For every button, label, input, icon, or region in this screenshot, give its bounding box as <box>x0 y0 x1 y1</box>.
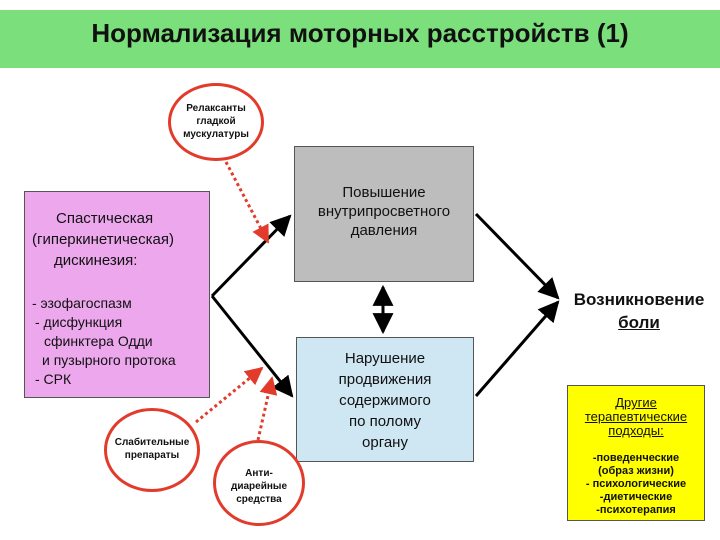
transport-box <box>296 337 474 462</box>
dyskinesia-heading: Спастическая (гиперкинетическая) дискине… <box>32 210 174 269</box>
antidiarrheal-circle <box>213 440 305 526</box>
laxatives-text: Слабительные препараты <box>114 437 190 461</box>
title-bar <box>0 10 720 68</box>
arrow-to-transport <box>210 295 294 398</box>
pressure-text: Повышение внутрипросветного давления <box>317 184 451 239</box>
antidiarrheal-text: Анти- диарейные средства <box>230 468 287 505</box>
laxatives-circle <box>104 408 200 492</box>
dyskinesia-box <box>24 191 210 398</box>
other-approaches-list: -поведенческие (образ жизни) - психологи… <box>585 452 687 516</box>
other-approaches-header: Другие терапевтические подходы: <box>584 395 688 438</box>
pain-text: Возникновение боли <box>573 290 705 332</box>
other-approaches-box <box>567 385 705 521</box>
transport-text: Нарушение продвижения содержимого по пол… <box>338 350 432 451</box>
arrow-pressure-to-pain <box>474 212 560 300</box>
page-title: Нормализация моторных расстройств (1) <box>91 18 629 48</box>
relaxants-circle <box>168 83 264 161</box>
arrow-transport-to-pain <box>474 300 560 397</box>
arrow-to-pressure <box>210 214 292 298</box>
dotted-arrow-antidiarrheal <box>256 376 278 441</box>
relaxants-text: Релаксанты гладкой мускулатуры <box>183 103 249 140</box>
dyskinesia-list: - эзофагоспазм - дисфункция сфинктера Од… <box>32 295 176 387</box>
pressure-box <box>294 146 474 282</box>
dotted-arrow-relaxants <box>224 161 270 244</box>
dotted-arrow-laxatives <box>195 366 264 424</box>
